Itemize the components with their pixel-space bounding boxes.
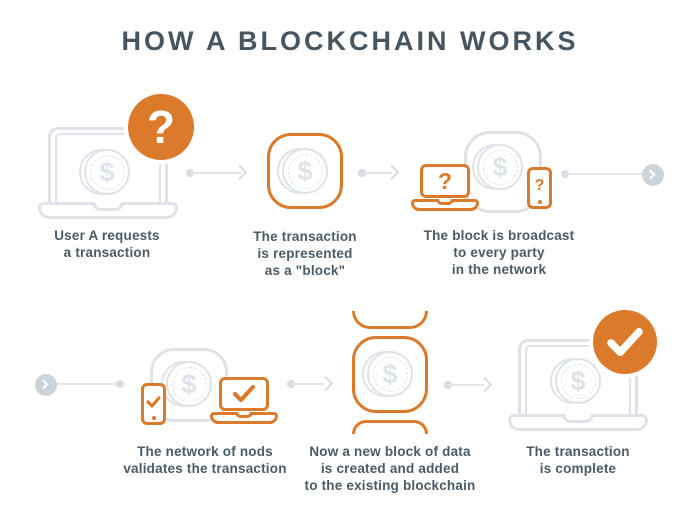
caption-line: validates the transaction	[123, 461, 287, 476]
question-mark-icon: ?	[146, 101, 176, 153]
laptop-base	[411, 199, 479, 211]
laptop-screen-bezel	[55, 133, 161, 206]
caption-line: The transaction	[526, 444, 630, 459]
phone-home-button	[151, 416, 156, 420]
step5-caption: Now a new block of data is created and a…	[280, 443, 500, 494]
coin-dashed-ring	[482, 149, 518, 185]
arrow-right-icon	[476, 376, 493, 393]
connector-line	[448, 384, 484, 386]
caption-line: in the network	[451, 262, 547, 277]
coin-face: $	[84, 149, 130, 195]
step4-caption: The network of nods validates the transa…	[95, 443, 315, 477]
chevron-right-icon	[645, 169, 656, 180]
coin-face: $	[477, 144, 523, 190]
question-mark-icon: ?	[437, 167, 453, 194]
connector-line	[190, 172, 242, 174]
arrow-right-icon	[231, 164, 248, 181]
question-badge: ?	[128, 94, 194, 160]
wrap-chevron-circle	[642, 164, 664, 186]
caption-line: a transaction	[63, 245, 151, 260]
coin-dashed-ring	[560, 363, 596, 399]
laptop-icon	[38, 127, 178, 219]
coin-face: $	[282, 148, 328, 194]
laptop-base	[210, 412, 278, 424]
arrow-right-icon	[383, 164, 400, 181]
laptop-base	[38, 201, 178, 219]
coin-icon: $	[79, 149, 130, 195]
caption-line: is created and added	[320, 461, 460, 476]
question-mark-icon: ?	[534, 176, 545, 194]
coin-dashed-ring	[171, 366, 207, 402]
check-badge	[593, 310, 657, 374]
laptop-notch	[436, 199, 454, 205]
step1-caption: User A requests a transaction	[0, 227, 217, 261]
laptop-screen: ?	[420, 164, 470, 198]
check-icon	[232, 385, 256, 403]
caption-line: to every party	[453, 245, 545, 260]
caption-line: Now a new block of data	[309, 444, 471, 459]
coin-icon: $	[362, 351, 413, 397]
laptop-check-icon	[210, 377, 278, 424]
laptop-notch	[235, 412, 253, 418]
wrap-chevron-circle	[35, 374, 57, 396]
page-title: HOW A BLOCKCHAIN WORKS	[121, 26, 579, 56]
coin-icon: $	[472, 144, 523, 190]
laptop-notch	[562, 413, 594, 423]
caption-line: The block is broadcast	[423, 228, 575, 243]
phone-check-icon	[141, 383, 166, 425]
connector-dot	[116, 380, 124, 388]
caption-line: is represented	[257, 246, 353, 261]
coin-icon: $	[277, 148, 328, 194]
connector-line	[291, 383, 325, 385]
coin-dashed-ring	[89, 154, 125, 190]
caption-line: The transaction	[253, 229, 357, 244]
caption-line: as a "block"	[264, 263, 346, 278]
caption-line: is complete	[539, 461, 617, 476]
step6-caption: The transaction is complete	[468, 443, 688, 477]
step3-caption: The block is broadcast to every party in…	[389, 227, 609, 278]
coin-icon: $	[161, 361, 212, 407]
connector-line	[362, 172, 392, 174]
coin-face: $	[166, 361, 212, 407]
caption-line: User A requests	[54, 228, 160, 243]
laptop-notch	[92, 201, 124, 211]
phone-question-icon: ?	[527, 167, 552, 209]
coin-dashed-ring	[287, 153, 323, 189]
coin-face: $	[555, 358, 601, 404]
laptop-icon	[508, 339, 648, 431]
connector-line	[565, 173, 642, 175]
laptop-base	[508, 413, 648, 431]
chain-block-below	[352, 420, 428, 434]
laptop-question-icon: ?	[411, 164, 479, 211]
chevron-right-icon	[38, 379, 49, 390]
caption-line: to the existing blockchain	[304, 478, 476, 493]
coin-face: $	[367, 351, 413, 397]
laptop-screen-bezel	[525, 345, 631, 418]
laptop-screen	[219, 377, 269, 411]
check-icon	[607, 328, 643, 356]
check-icon	[146, 395, 161, 408]
step2-caption: The transaction is represented as a "blo…	[195, 228, 415, 279]
caption-line: The network of nods	[137, 444, 273, 459]
chain-block-above	[352, 311, 428, 329]
coin-dashed-ring	[372, 356, 408, 392]
coin-icon: $	[550, 358, 601, 404]
arrow-right-icon	[317, 375, 334, 392]
phone-home-button	[537, 200, 542, 204]
connector-line	[57, 383, 117, 385]
